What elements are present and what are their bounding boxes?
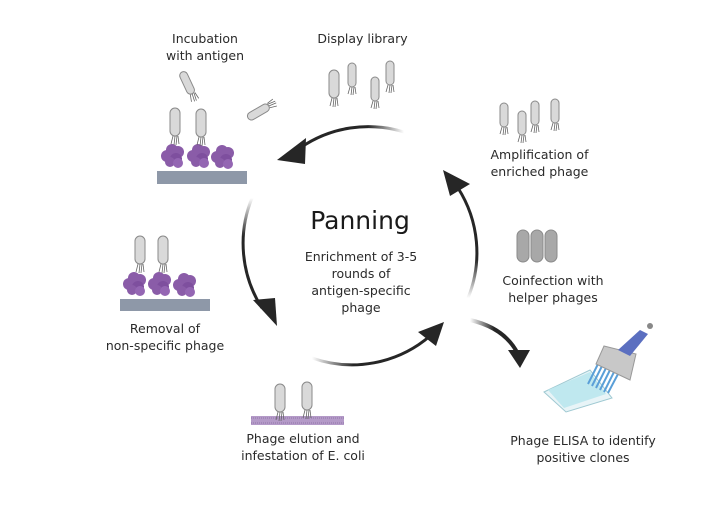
phage-icon	[301, 381, 313, 420]
elisa-illustration	[543, 323, 653, 413]
panning-subtitle: Enrichment of 3-5 rounds of antigen-spec…	[286, 248, 436, 316]
helper-phage-icon	[516, 229, 530, 263]
label-line: Display library	[317, 31, 408, 46]
label-line: Phage ELISA to identify	[510, 433, 656, 448]
arrow-left-head	[253, 298, 277, 326]
phage-icon	[550, 98, 560, 132]
arrow-to-elisa-head	[508, 350, 530, 368]
label-line: non-specific phage	[105, 338, 225, 353]
label-line: Amplification of	[490, 147, 589, 162]
elution-illustration	[251, 381, 344, 425]
label-line: positive clones	[536, 450, 630, 465]
phage-icon	[169, 107, 181, 146]
phage-icon	[157, 235, 169, 274]
subtitle-line: antigen-specific	[311, 283, 411, 298]
elisa-wells	[548, 372, 606, 408]
arrow-top	[299, 125, 405, 150]
label-line: Incubation	[172, 31, 238, 46]
phage-icon	[134, 235, 146, 274]
step-label-display-library: Display library	[300, 30, 425, 47]
step-label-removal: Removal of non-specific phage	[90, 320, 240, 354]
antigen-icon	[173, 273, 196, 297]
label-line: infestation of E. coli	[241, 448, 365, 463]
pipette-plunger	[647, 323, 653, 329]
pipette-tips	[587, 363, 619, 394]
label-line: helper phages	[508, 290, 598, 305]
phage-icon	[370, 76, 380, 110]
surface-plate	[157, 171, 247, 184]
phage-icon	[385, 60, 395, 94]
subtitle-line: phage	[341, 300, 381, 315]
surface-plate	[120, 299, 210, 311]
antigen-icon	[161, 144, 184, 168]
label-line: enriched phage	[490, 164, 589, 179]
step-label-amplification: Amplification of enriched phage	[472, 146, 607, 180]
helper-phage-icon	[544, 229, 558, 263]
display-library-illustration	[328, 60, 395, 110]
arrow-right	[456, 187, 479, 299]
antigen-icon	[187, 144, 210, 168]
incubation-illustration	[157, 69, 279, 184]
phage-icon	[195, 108, 207, 147]
subtitle-line: Enrichment of 3-5	[304, 249, 418, 264]
step-label-elisa: Phage ELISA to identify positive clones	[498, 432, 668, 466]
pipette-handle	[618, 330, 648, 356]
phage-icon	[499, 102, 509, 136]
bacteria-membrane	[251, 416, 344, 425]
step-label-incubation: Incubation with antigen	[140, 30, 270, 64]
removal-illustration	[120, 235, 210, 311]
amplification-illustration	[499, 98, 560, 144]
arrow-left	[241, 197, 264, 309]
step-label-elution: Phage elution and infestation of E. coli	[228, 430, 378, 464]
arrow-bottom-head	[418, 322, 444, 346]
phage-icon	[517, 110, 527, 144]
arrow-bottom	[311, 334, 431, 367]
phage-icon	[177, 69, 200, 104]
helper-phage-icon	[530, 229, 544, 263]
arrow-top-head	[277, 138, 306, 164]
phage-icon	[245, 98, 279, 122]
arrow-to-elisa	[469, 318, 520, 355]
arrow-right-head	[443, 170, 470, 196]
phage-icon	[530, 100, 540, 134]
label-line: with antigen	[166, 48, 244, 63]
helper-phages-illustration	[516, 229, 558, 263]
step-label-coinfection: Coinfection with helper phages	[488, 272, 618, 306]
label-line: Removal of	[129, 321, 201, 336]
cycle-arrows	[241, 125, 530, 368]
phage-icon	[347, 62, 357, 96]
antigen-icon	[123, 272, 146, 296]
panning-title: Panning	[310, 206, 410, 235]
phage-icon	[328, 69, 340, 108]
label-line: Phage elution and	[246, 431, 360, 446]
subtitle-line: rounds of	[331, 266, 391, 281]
antigen-icon	[148, 272, 171, 296]
label-line: Coinfection with	[502, 273, 604, 288]
antigen-icon	[211, 145, 234, 169]
phage-icon	[274, 383, 286, 422]
